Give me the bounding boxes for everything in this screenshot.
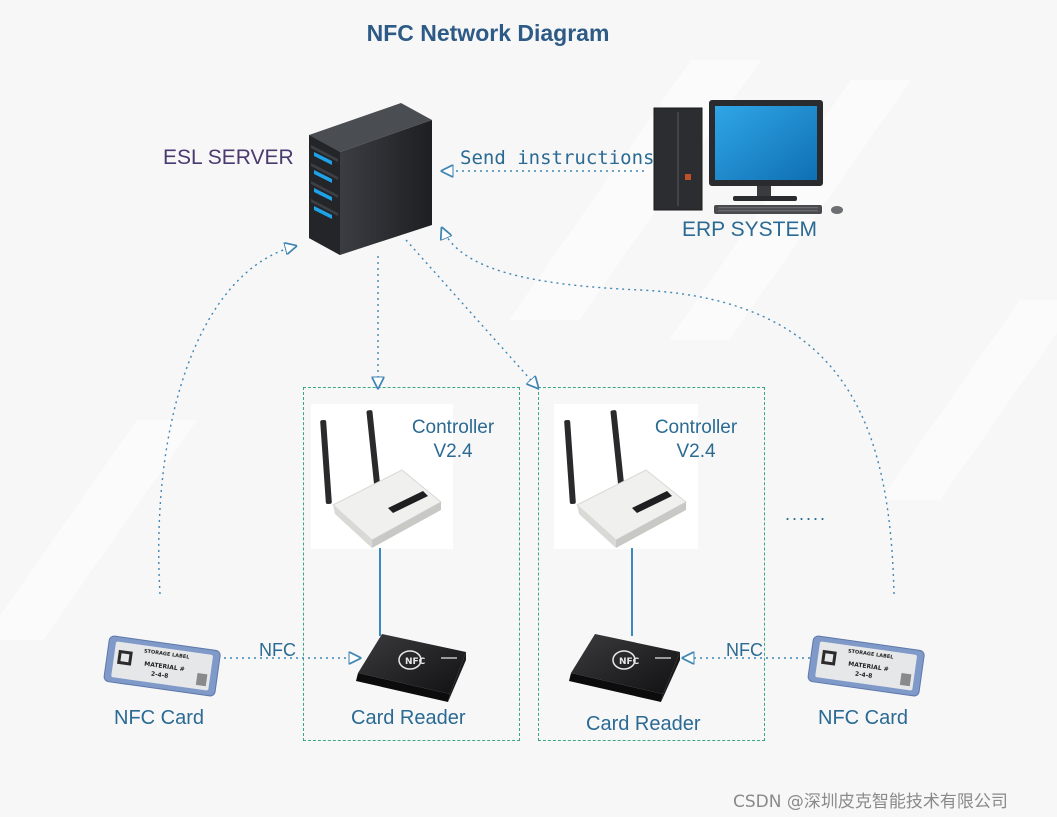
controller-group-1 xyxy=(303,387,520,741)
esl-tag-icon: STORAGE LABEL MATERIAL # 2-4-8 xyxy=(103,635,221,697)
nfc-card-reader-icon: NFC xyxy=(569,634,680,702)
nfc-edge-label-right: NFC xyxy=(726,640,763,660)
nfc-edge-label-left: NFC xyxy=(259,640,296,660)
desktop-computer-icon xyxy=(653,100,843,214)
nfc-card-reader-icon: NFC xyxy=(356,634,466,702)
wifi-router-icon xyxy=(320,410,442,548)
controller-2-label-line2: V2.4 xyxy=(676,441,716,462)
server-tower-icon xyxy=(309,103,432,255)
tag-line2: 2-4-8 xyxy=(854,671,872,680)
controller-2-label: Controller V2.4 xyxy=(643,416,749,464)
card-reader-1-label: Card Reader xyxy=(351,707,466,729)
erp-system-label: ERP SYSTEM xyxy=(682,218,817,241)
connections xyxy=(158,171,895,658)
edge-card1-to-server xyxy=(158,246,296,595)
controller-2-label-line1: Controller xyxy=(654,417,738,438)
nfc-card-2-label: NFC Card xyxy=(818,707,909,729)
wifi-router-icon xyxy=(564,410,687,548)
svg-text:NFC: NFC xyxy=(619,657,640,667)
esl-server-label: ESL SERVER xyxy=(163,146,294,169)
edge-server-to-controller-2 xyxy=(405,239,538,388)
esl-tag-icon: STORAGE LABEL MATERIAL # 2-4-8 xyxy=(807,635,925,697)
controller-1-label: Controller V2.4 xyxy=(400,416,506,464)
send-instructions-label: Send instructions xyxy=(460,147,655,169)
diagram-title: NFC Network Diagram xyxy=(366,20,610,46)
edge-card2-to-server xyxy=(442,228,895,595)
controller-group-2 xyxy=(538,387,765,741)
nfc-card-1-label: NFC Card xyxy=(114,707,205,729)
more-controllers-indicator: ...... xyxy=(785,504,828,524)
controller-1-label-line2: V2.4 xyxy=(433,441,473,462)
card-reader-2-label: Card Reader xyxy=(586,713,701,735)
tag-line2: 2-4-8 xyxy=(150,671,168,680)
controller-1-label-line1: Controller xyxy=(411,417,495,438)
watermark: CSDN @深圳皮克智能技术有限公司 xyxy=(733,792,1008,812)
svg-text:NFC: NFC xyxy=(405,657,426,667)
